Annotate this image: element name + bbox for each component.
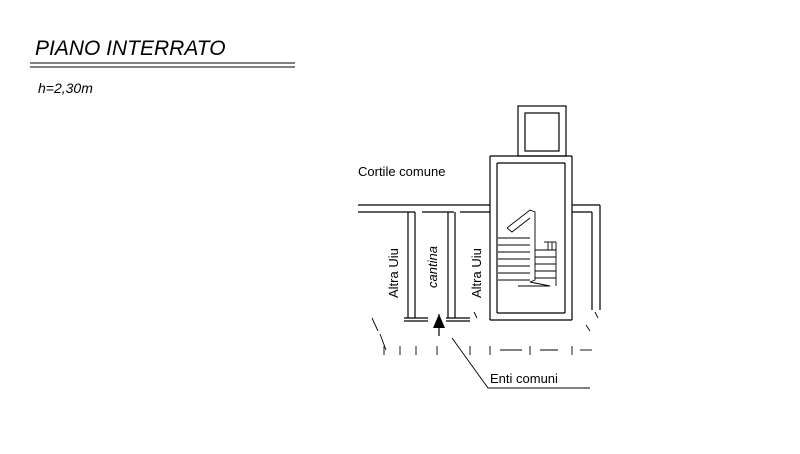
walls [358,105,601,322]
staircase [498,209,557,287]
common-areas-leader [451,337,590,389]
entrance-arrow-icon [433,314,445,336]
courtyard-label: Cortile comune [358,164,445,179]
room-label-cantina: cantina [425,246,440,288]
room-label-left: Altra Uiu [386,248,401,298]
floor-height: h=2,30m [38,80,93,96]
corridor-dashed-lines [371,311,599,355]
common-areas-label: Enti comuni [490,371,558,386]
plan-title: PIANO INTERRATO [35,37,226,60]
room-label-right: Altra Uiu [469,248,484,298]
